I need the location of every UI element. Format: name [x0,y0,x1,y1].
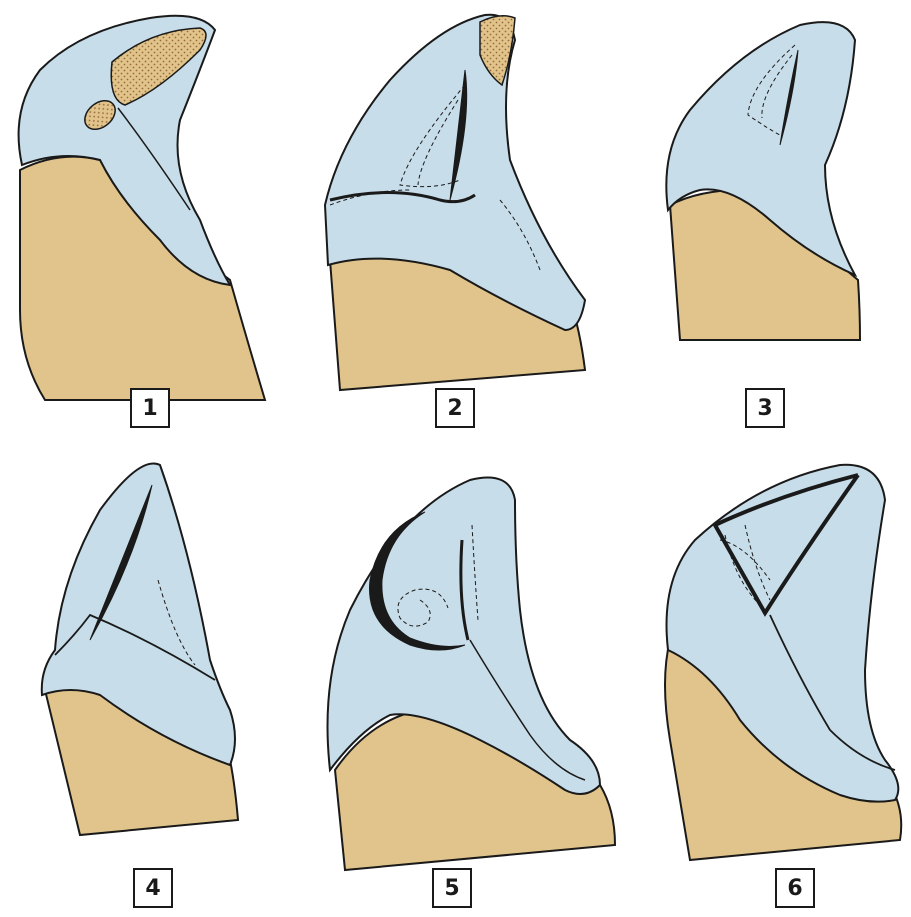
tooth-panel-5: 5 [300,440,620,917]
tooth-illustration-1 [0,0,300,440]
tooth-panel-1: 1 [0,0,300,440]
tooth-illustration-2 [300,0,620,440]
panel-number-5: 5 [432,868,472,908]
tooth-illustration-4 [0,440,300,917]
tooth-panel-3: 3 [620,0,911,440]
tooth-panel-2: 2 [300,0,620,440]
panel-number-6: 6 [775,868,815,908]
tooth-illustration-3 [620,0,911,440]
panel-number-1: 1 [130,388,170,428]
panel-number-2: 2 [435,388,475,428]
tooth-panel-4: 4 [0,440,300,917]
tooth-panel-6: 6 [620,440,911,917]
panel-number-3: 3 [745,388,785,428]
panel-number-4: 4 [133,868,173,908]
tooth-illustration-6 [620,440,911,917]
tooth-illustration-5 [300,440,620,917]
